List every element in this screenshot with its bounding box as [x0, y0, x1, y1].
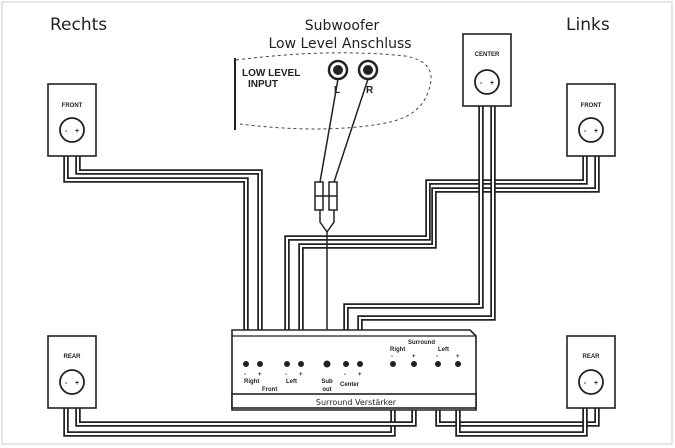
svg-text:-: - [436, 354, 438, 360]
amp-surround-right-label: Right [390, 347, 405, 353]
speaker-rear-right: REAR - + [47, 335, 97, 409]
speaker-rear-left: REAR - + [566, 335, 616, 409]
wire-center-neg [343, 94, 484, 362]
svg-text:FRONT: FRONT [62, 103, 83, 109]
title-right-side: Rechts [50, 15, 107, 35]
subwoofer-outline [235, 52, 432, 130]
input-label: INPUT [248, 79, 278, 90]
svg-text:REAR: REAR [582, 354, 600, 360]
svg-text:+: + [358, 372, 362, 378]
svg-text:REAR: REAR [63, 354, 81, 360]
wire-front-right-neg-core [65, 142, 247, 362]
svg-text:+: + [299, 372, 303, 378]
amp-front-right-label: Right [244, 379, 259, 385]
subwoofer-subtitle: Low Level Anschluss [268, 36, 411, 52]
svg-text:-: - [65, 380, 68, 387]
svg-text:FRONT: FRONT [581, 103, 602, 109]
wire-center-neg-core [345, 94, 482, 362]
svg-text:+: + [490, 80, 494, 87]
amp-front-group-label: Front [262, 387, 277, 393]
speaker-center: CENTER - + [462, 33, 512, 107]
svg-text:+: + [75, 128, 79, 135]
svg-text:-: - [391, 354, 393, 360]
wire-front-right-pos-core [77, 142, 261, 362]
speaker-front-right: FRONT - + [47, 83, 97, 157]
speaker-front-left: FRONT - + [566, 83, 616, 157]
surround-amplifier: Surround Verstärker - + - + - + - + - [231, 329, 477, 411]
amp-sub-out-label: out [322, 387, 331, 393]
subwoofer-input-panel: LOW LEVEL INPUT L R [234, 52, 432, 130]
svg-text:-: - [65, 128, 68, 135]
subwoofer-title: Subwoofer [305, 18, 380, 34]
svg-text:-: - [244, 372, 246, 378]
svg-text:-: - [480, 80, 483, 87]
amp-surround-label: Surround [408, 340, 435, 346]
jack-right-label: R [366, 85, 374, 96]
amplifier-terminals [243, 360, 461, 368]
low-level-label: LOW LEVEL [242, 68, 300, 79]
wire-front-left-pos-core [300, 142, 598, 362]
jack-left-label: L [334, 85, 340, 96]
svg-text:+: + [258, 372, 262, 378]
svg-text:+: + [594, 128, 598, 135]
svg-text:CENTER: CENTER [475, 52, 500, 58]
svg-text:-: - [584, 128, 587, 135]
svg-text:-: - [285, 372, 287, 378]
wire-front-left-neg-core [286, 142, 586, 362]
amplifier-nameplate [231, 393, 477, 409]
svg-text:+: + [412, 354, 416, 360]
wire-front-right-neg [63, 142, 249, 362]
amp-front-left-label: Left [286, 379, 297, 385]
svg-text:-: - [344, 372, 346, 378]
title-left-side: Links [566, 15, 610, 35]
wire-front-left-neg [284, 142, 588, 362]
amp-center-label: Center [340, 382, 360, 388]
amp-surround-left-label: Left [438, 347, 449, 353]
amp-sub-label: Sub [321, 379, 333, 385]
amplifier-name: Surround Verstärker [316, 398, 397, 407]
svg-text:+: + [75, 380, 79, 387]
svg-text:-: - [584, 380, 587, 387]
wire-front-right-pos [75, 142, 263, 362]
svg-text:+: + [456, 354, 460, 360]
svg-text:+: + [594, 380, 598, 387]
